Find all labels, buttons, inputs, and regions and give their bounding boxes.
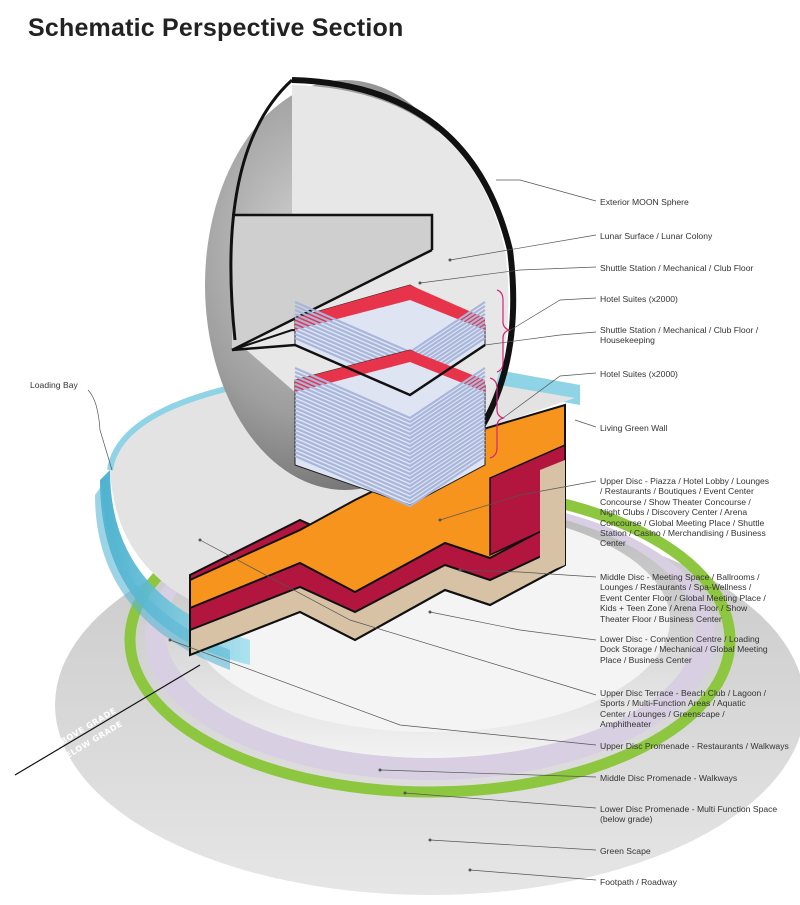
leader-upper-disc-promenade <box>169 639 597 746</box>
label-exterior-moon-sphere: Exterior MOON Sphere <box>600 197 689 207</box>
leader-dots <box>168 258 472 872</box>
leader-loading-bay <box>87 389 113 471</box>
label-green-scape: Green Scape <box>600 846 651 856</box>
label-middle-disc-promenade: Middle Disc Promenade - Walkways <box>600 773 738 783</box>
leader-hotel-suites-upper <box>508 297 597 332</box>
hotel-floor-line <box>294 430 486 484</box>
leader-exterior-moon-sphere <box>496 179 597 202</box>
leader-shuttle-station-housekeeping <box>484 331 597 346</box>
hotel-floor-line <box>294 446 486 500</box>
label-middle-disc: Middle Disc - Meeting Space / Ballrooms … <box>600 572 766 624</box>
label-shuttle-station-housekeeping: Shuttle Station / Mechanical / Club Floo… <box>600 325 759 346</box>
leader-lunar-surface <box>449 234 597 261</box>
leader-middle-disc-promenade <box>379 769 597 778</box>
leader-footpath <box>469 869 597 881</box>
label-upper-disc-terrace: Upper Disc Terrace - Beach Club / Lagoon… <box>600 688 767 730</box>
hotel-floor-line <box>294 406 486 460</box>
hotel-floor-line <box>294 414 486 468</box>
hotel-floor-line <box>294 378 486 432</box>
hotel-floor-line <box>294 422 486 476</box>
hotel-floor-line <box>294 366 486 420</box>
leader-lower-disc <box>429 611 597 641</box>
grade-line <box>14 664 201 776</box>
leader-lower-disc-promenade <box>404 792 597 809</box>
label-upper-disc: Upper Disc - Piazza / Hotel Lobby / Loun… <box>600 476 770 549</box>
hotel-floor-line <box>294 418 486 472</box>
hotel-floor-line <box>294 394 486 448</box>
label-living-green-wall: Living Green Wall <box>600 423 668 433</box>
leader-green-scape <box>429 839 597 851</box>
leader-upper-disc <box>439 480 597 521</box>
hotel-floor-line <box>294 410 486 464</box>
hotel-floor-line <box>294 442 486 496</box>
label-upper-disc-promenade: Upper Disc Promenade - Restaurants / Wal… <box>600 741 789 751</box>
leader-shuttle-station <box>419 266 597 284</box>
page-title: Schematic Perspective Section <box>28 14 404 42</box>
label-footpath-roadway: Footpath / Roadway <box>600 877 677 887</box>
hotel-floor-line <box>294 370 486 424</box>
hotel-brace-upper <box>496 289 511 373</box>
label-hotel-suites-lower: Hotel Suites (x2000) <box>600 369 678 379</box>
label-shuttle-station: Shuttle Station / Mechanical / Club Floo… <box>600 263 754 273</box>
leader-lines <box>87 179 597 881</box>
hotel-floor-line <box>294 398 486 452</box>
hotel-floor-line <box>294 386 486 440</box>
label-hotel-suites-upper: Hotel Suites (x2000) <box>600 294 678 304</box>
hotel-floor-line <box>294 402 486 456</box>
leader-hotel-suites-lower <box>502 372 597 419</box>
hotel-floor-line <box>294 434 486 488</box>
hotel-floors-lower <box>294 366 486 508</box>
hotel-floor-line <box>294 374 486 428</box>
label-lunar-surface: Lunar Surface / Lunar Colony <box>600 231 713 241</box>
hotel-floor-line <box>294 438 486 492</box>
hotel-floor-line <box>294 450 486 504</box>
hotel-floor-line <box>294 454 486 508</box>
hotel-floor-line <box>294 426 486 480</box>
leader-living-green-wall <box>574 419 597 428</box>
hotel-floor-line <box>294 382 486 436</box>
label-lower-disc: Lower Disc - Convention Centre / Loading… <box>600 634 768 665</box>
hotel-floor-line <box>294 390 486 444</box>
leader-upper-disc-terrace <box>199 539 597 696</box>
leader-middle-disc <box>459 569 597 578</box>
label-lower-disc-promenade: Lower Disc Promenade - Multi Function Sp… <box>600 804 778 825</box>
loading-bay-label: Loading Bay <box>30 380 78 390</box>
